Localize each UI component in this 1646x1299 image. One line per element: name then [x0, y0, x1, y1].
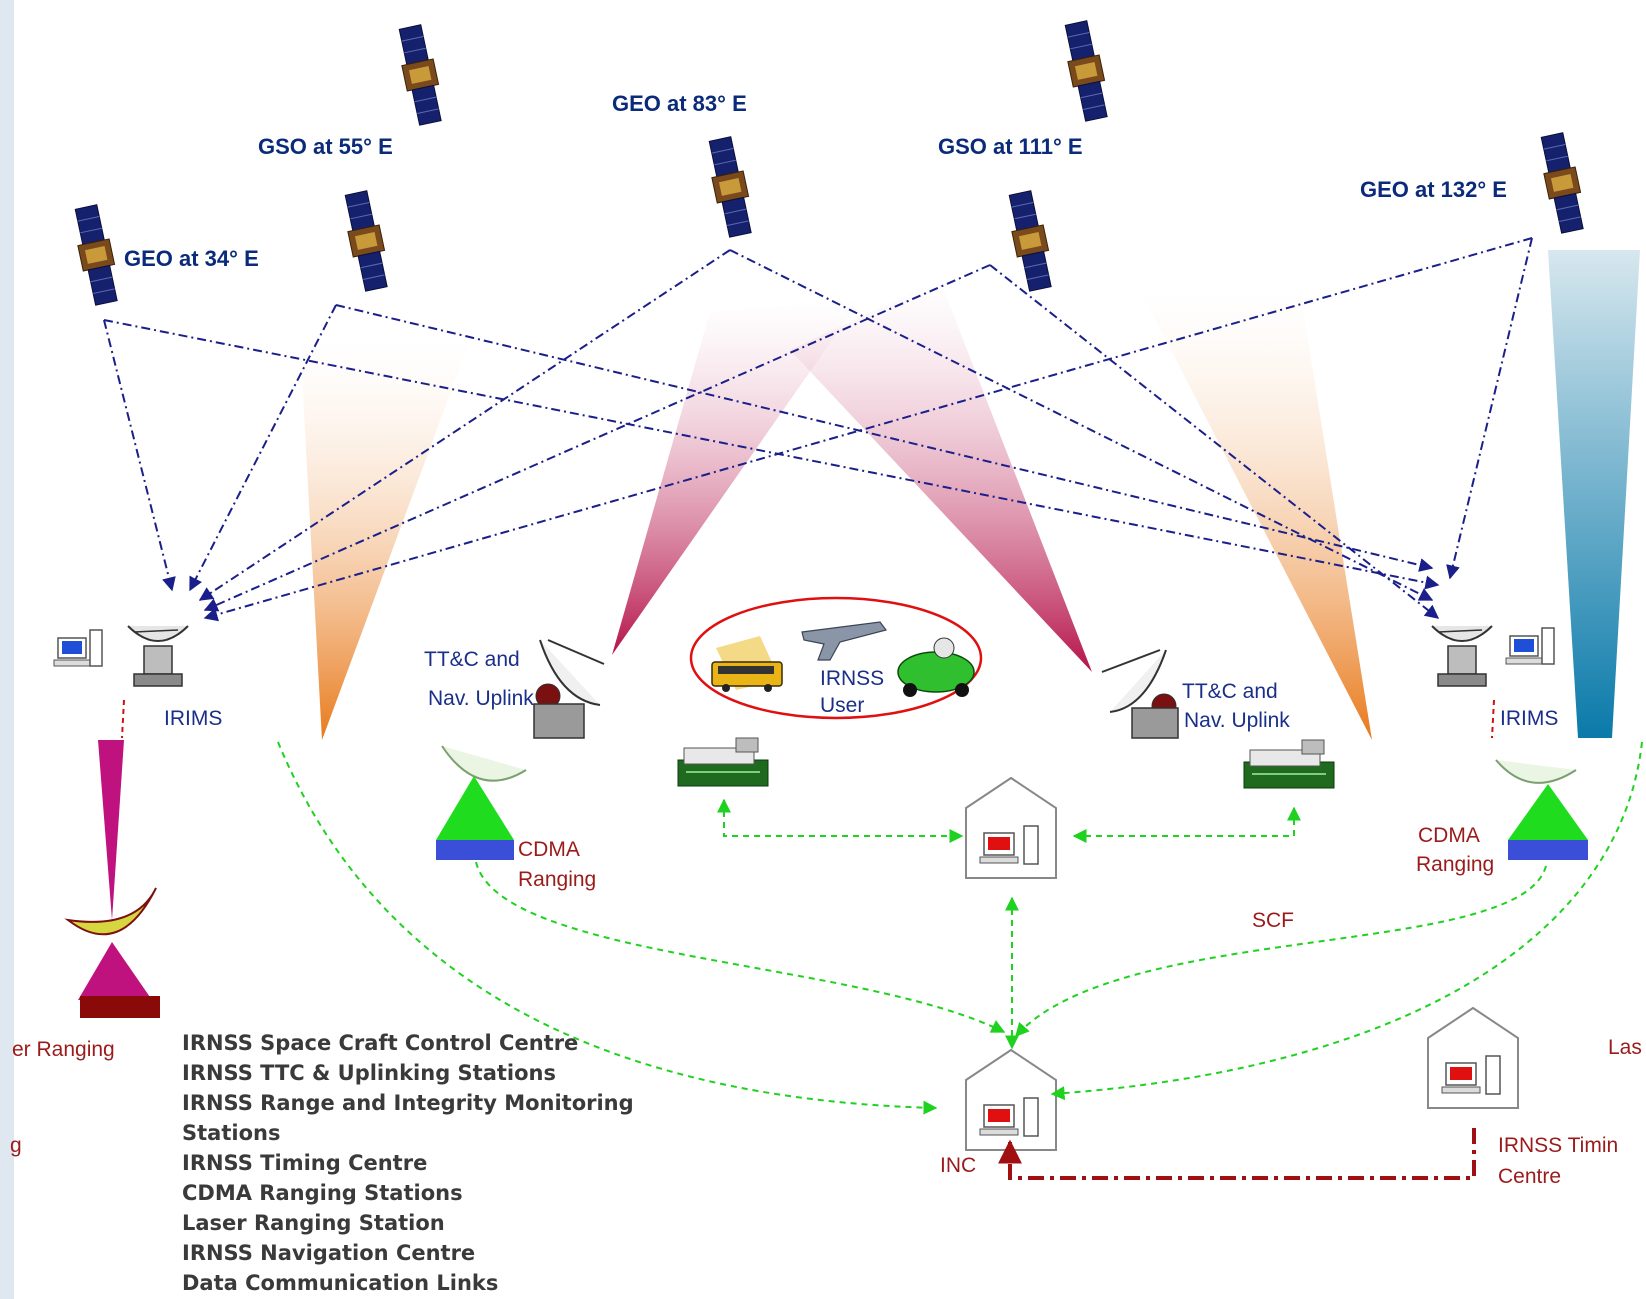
cdma-right-label-line2: Ranging [1416, 853, 1494, 876]
airplane-icon [801, 621, 888, 661]
beam-orange-left [300, 340, 470, 740]
irnss-user-group: IRNSS User [689, 596, 983, 720]
link-geo132-irims-left [203, 237, 1533, 622]
ttc-dish-icon [539, 639, 601, 706]
legend-item: Laser Ranging Station [182, 1211, 445, 1235]
link-gso55-irims-left [189, 304, 337, 592]
link-geo83-irims-right [729, 249, 1434, 601]
scf-label: SCF [1252, 909, 1294, 932]
timing-label-line2: Centre [1498, 1165, 1561, 1188]
laser-ranging-right-label: Las [1608, 1036, 1642, 1059]
user-label-line1: IRNSS [820, 667, 884, 690]
laser-ranging-left [64, 887, 160, 1018]
satellite-label-gso55: GSO at 55° E [258, 134, 393, 159]
irims-left-label: IRIMS [164, 707, 222, 730]
cdma-left-station: CDMA Ranging [436, 745, 596, 891]
legend-item: Stations [182, 1121, 280, 1145]
left-cut-label: g [10, 1134, 22, 1157]
link-gso55-irims-right [335, 304, 1434, 572]
ttc-right-station: TT&C and Nav. Uplink [1101, 649, 1290, 739]
satellite-links [103, 237, 1533, 622]
link-geo34-irims-left [103, 319, 176, 592]
satellite-label-geo83: GEO at 83° E [612, 91, 747, 116]
legend-item: IRNSS TTC & Uplinking Stations [182, 1061, 556, 1085]
timing-link [998, 1128, 1476, 1180]
car-icon [897, 637, 975, 697]
cdma-dish-icon [441, 745, 527, 782]
ttc-left-label-line2: Nav. Uplink [428, 687, 534, 710]
satellite-label-gso111: GSO at 111° E [938, 134, 1083, 159]
legend-item: CDMA Ranging Stations [182, 1181, 463, 1205]
satellite-gso111: GSO at 111° E [938, 134, 1083, 293]
legend-item: IRNSS Navigation Centre [182, 1241, 475, 1265]
link-geo132-irims-right [1446, 237, 1533, 580]
link-gso111-irims-right [989, 264, 1440, 619]
cdma-left-label-line2: Ranging [518, 868, 596, 891]
satellite-label-geo132: GEO at 132° E [1360, 177, 1507, 202]
ttc-right-label-line1: TT&C and [1182, 680, 1278, 703]
legend-item: IRNSS Space Craft Control Centre [182, 1031, 578, 1055]
cdma-right-station: CDMA Ranging [1416, 759, 1588, 876]
scf-facility: SCF [965, 777, 1294, 932]
timing-label-line1: IRNSS Timin [1498, 1134, 1618, 1157]
satellite-geo132: GEO at 132° E [1360, 131, 1589, 235]
legend-item: Data Communication Links [182, 1271, 498, 1295]
irims-right-station: IRIMS [1431, 625, 1558, 739]
satellite-gso55: GSO at 55° E [258, 134, 393, 293]
ttc-dish-icon [1109, 649, 1167, 713]
user-label-line2: User [820, 694, 864, 717]
link-geo83-irims-left [198, 249, 731, 601]
ttc-left-station: TT&C and Nav. Uplink [424, 639, 605, 739]
legend-item: IRNSS Timing Centre [182, 1151, 427, 1175]
cdma-right-label-line1: CDMA [1418, 824, 1480, 847]
cdma-dish-icon [1495, 759, 1577, 784]
legend-item: IRNSS Range and Integrity Monitoring [182, 1091, 634, 1115]
user-ellipse [689, 596, 983, 720]
legend: IRNSS Space Craft Control Centre IRNSS T… [182, 1031, 634, 1295]
laser-dish-icon [64, 887, 157, 936]
irims-left-station: IRIMS [53, 625, 222, 739]
irims-right-label: IRIMS [1500, 707, 1558, 730]
inc-label: INC [940, 1154, 976, 1177]
beam-laser-left [98, 740, 124, 920]
laser-ranging-left-label: er Ranging [12, 1038, 115, 1061]
cdma-left-label-line1: CDMA [518, 838, 580, 861]
satellite-geo83: GEO at 83° E [612, 91, 757, 239]
beam-teal-right [1548, 250, 1640, 738]
data-communication-links [277, 741, 1643, 1115]
satellite-geo34: GEO at 34° E [69, 203, 259, 307]
beam-magenta-right [790, 280, 1092, 672]
ttc-left-label-line1: TT&C and [424, 648, 520, 671]
inc-facility: INC [940, 1049, 1057, 1177]
bus-icon [711, 636, 783, 692]
ttc-right-label-line2: Nav. Uplink [1184, 709, 1290, 732]
beam-magenta-left [612, 300, 860, 655]
timing-centre: IRNSS Timin Centre [1427, 1007, 1618, 1188]
signal-beams [98, 250, 1640, 920]
satellite-label-geo34: GEO at 34° E [124, 246, 259, 271]
beam-orange-right [1140, 290, 1372, 740]
